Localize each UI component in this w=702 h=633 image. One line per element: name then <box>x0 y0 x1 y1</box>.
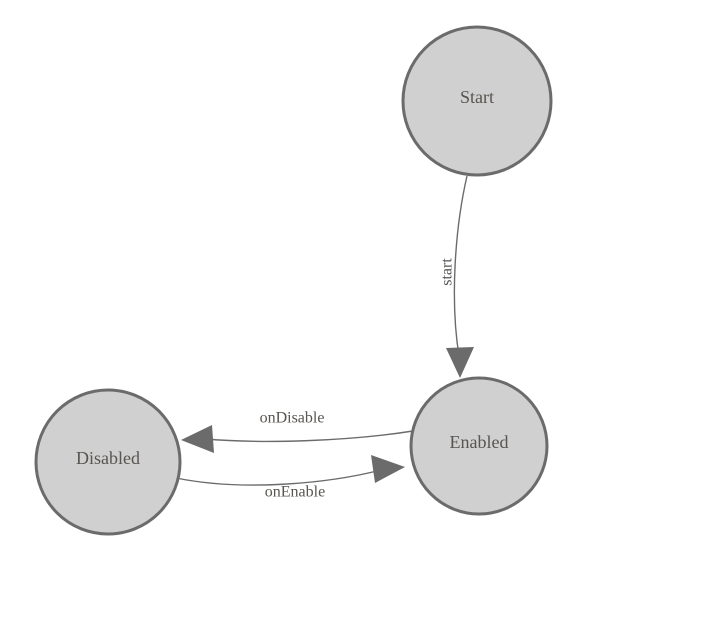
edge-line-enabled-to-disabled <box>204 430 414 443</box>
node-disabled-circle <box>34 388 182 536</box>
node-disabled-label: Disabled <box>76 448 140 468</box>
edge-line-start-to-enabled <box>453 175 468 357</box>
edge-line-disabled-to-enabled <box>175 469 382 486</box>
arrowhead-disabled-to-enabled <box>371 455 405 483</box>
edge-start-to-enabled[interactable]: start <box>439 175 474 378</box>
edge-label-ondisable: onDisable <box>260 410 325 427</box>
node-enabled-label: Enabled <box>450 432 509 452</box>
edge-disabled-to-enabled[interactable]: onEnable <box>175 455 405 501</box>
node-enabled[interactable]: Enabled <box>409 376 549 516</box>
edge-enabled-to-disabled[interactable]: onDisable <box>181 410 414 453</box>
node-start-circle <box>401 25 553 177</box>
edge-label-start: start <box>439 258 456 286</box>
edge-label-onenable: onEnable <box>265 484 325 501</box>
node-disabled[interactable]: Disabled <box>34 388 182 536</box>
node-start[interactable]: Start <box>401 25 553 177</box>
node-start-label: Start <box>460 87 494 107</box>
arrowhead-start-to-enabled <box>446 347 474 378</box>
node-enabled-circle <box>409 376 549 516</box>
arrowhead-enabled-to-disabled <box>181 425 214 453</box>
